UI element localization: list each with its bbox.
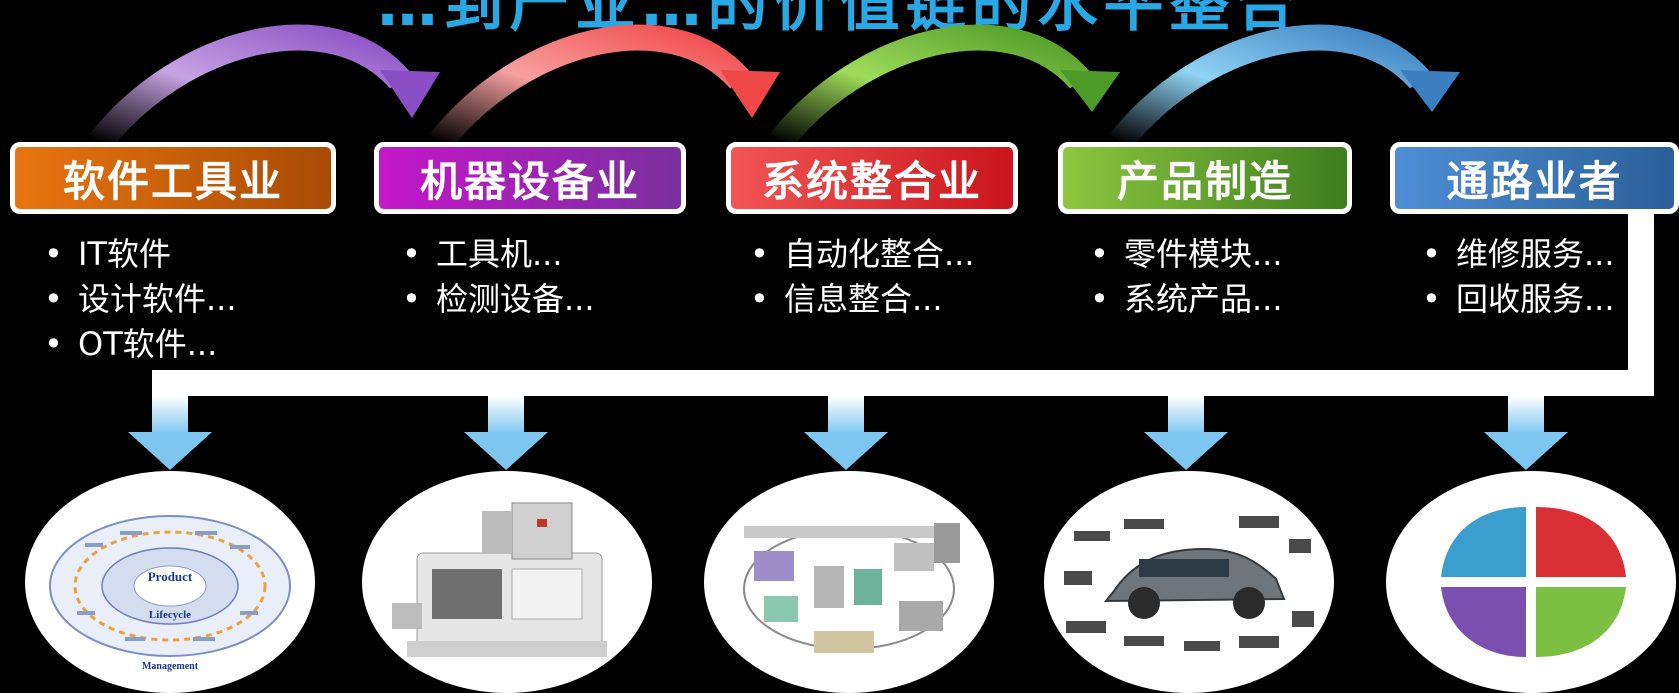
- stage-items-machinery: 工具机... 检测设备...: [396, 232, 595, 322]
- list-item: 维修服务...: [1416, 232, 1615, 277]
- plm-management-text: Management: [142, 661, 199, 672]
- stage-items-software-tools: IT软件 设计软件... OT软件...: [38, 232, 237, 367]
- stage-items-system-integration: 自动化整合... 信息整合...: [744, 232, 975, 322]
- down-arrow-5: [1484, 396, 1568, 470]
- plm-lifecycle-icon: Product Lifecycle Management: [49, 515, 291, 672]
- arc-arrow-4: [1109, 24, 1460, 151]
- down-arrow-3: [804, 396, 888, 470]
- stage-items-distribution: 维修服务... 回收服务...: [1416, 232, 1615, 322]
- list-item: 工具机...: [396, 232, 595, 277]
- plm-lifecycle-text: Lifecycle: [149, 609, 191, 621]
- list-item: 回收服务...: [1416, 277, 1615, 322]
- list-item: 自动化整合...: [744, 232, 975, 277]
- arc-arrow-2: [429, 24, 780, 151]
- arc-arrow-3: [769, 24, 1120, 151]
- list-item: 零件模块...: [1084, 232, 1283, 277]
- list-item: 信息整合...: [744, 277, 975, 322]
- page-title: …到产业…的价值链的水平整合: [377, 0, 1302, 40]
- stage-box-manufacturing: 产品制造: [1058, 142, 1352, 214]
- down-arrow-2: [464, 396, 548, 470]
- list-item: 系统产品...: [1084, 277, 1283, 322]
- down-arrow-4: [1144, 396, 1228, 470]
- cnc-machine-image: [362, 471, 652, 693]
- stage-box-system-integration: 系统整合业: [726, 142, 1018, 214]
- car-parts-image: [1044, 471, 1334, 693]
- stage-box-machinery: 机器设备业: [374, 142, 686, 214]
- down-arrow-1: [128, 396, 212, 470]
- plm-product-text: Product: [148, 569, 193, 584]
- list-item: 设计软件...: [38, 277, 237, 322]
- list-item: 检测设备...: [396, 277, 595, 322]
- service-quadrant-image: [1386, 471, 1676, 693]
- car-parts-icon: [1064, 516, 1314, 651]
- list-item: OT软件...: [38, 322, 237, 367]
- stage-items-manufacturing: 零件模块... 系统产品...: [1084, 232, 1283, 322]
- connector-line: [152, 214, 1654, 396]
- list-item: IT软件: [38, 232, 237, 277]
- plm-lifecycle-diagram-image: Product Lifecycle Management: [25, 471, 315, 693]
- arc-arrow-1: [89, 24, 440, 151]
- automation-system-icon: [743, 523, 960, 653]
- stage-box-software-tools: 软件工具业: [10, 142, 336, 214]
- service-quadrant-icon: [1441, 507, 1626, 657]
- automation-system-image: [704, 471, 994, 693]
- stage-box-distribution: 通路业者: [1390, 142, 1679, 214]
- cnc-machine-icon: [392, 502, 607, 657]
